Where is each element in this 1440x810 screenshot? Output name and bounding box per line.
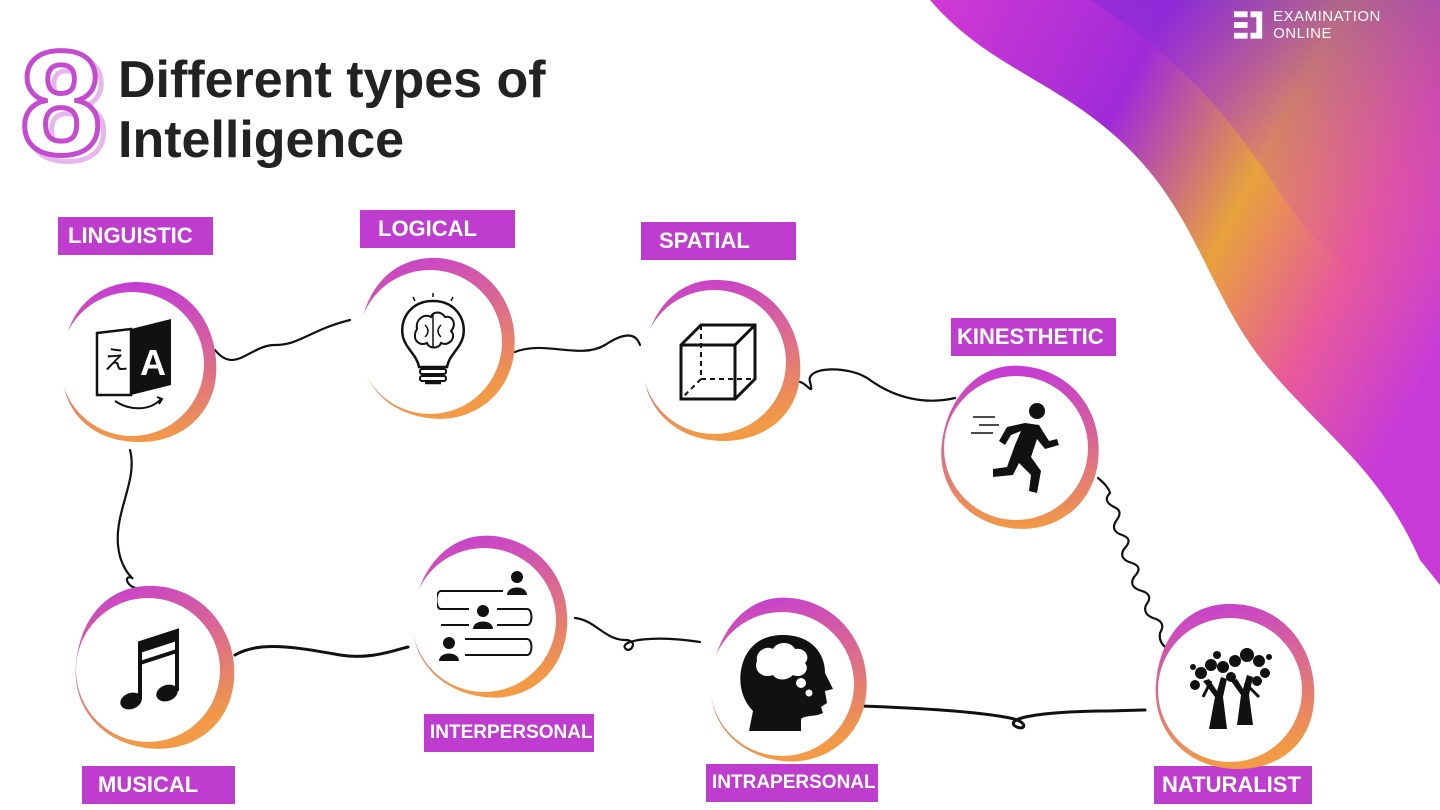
connector-musical-interpersonal — [233, 645, 410, 658]
label-musical: MUSICAL — [82, 766, 235, 804]
connector-kinesthetic-naturalist — [1096, 476, 1174, 653]
node-musical — [66, 582, 236, 752]
node-kinesthetic — [932, 362, 1102, 532]
title-number: 8 — [17, 21, 104, 186]
brand-name: EXAMINATION ONLINE — [1273, 8, 1381, 42]
title-number-shadow: 8 — [23, 27, 110, 192]
connector-linguistic-musical — [116, 448, 142, 590]
thinking-head-icon — [740, 635, 833, 731]
page-title: Different types of Intelligence — [118, 50, 546, 170]
connector-spatial-kinesthetic — [793, 368, 957, 402]
exam-logo-icon — [1233, 11, 1263, 39]
label-intrapersonal: INTRAPERSONAL — [706, 764, 878, 802]
connector-logical-spatial — [513, 334, 642, 354]
brand: EXAMINATION ONLINE — [1232, 8, 1440, 42]
label-kinesthetic: KINESTHETIC — [951, 318, 1116, 356]
label-logical: LOGICAL — [360, 210, 515, 248]
node-intrapersonal — [700, 596, 870, 766]
svg-text:A: A — [140, 342, 166, 383]
connector-linguistic-logical — [213, 318, 352, 362]
node-ring — [75, 585, 235, 749]
label-linguistic: LINGUISTIC — [58, 217, 213, 255]
svg-text:え: え — [103, 346, 129, 376]
node-naturalist — [1146, 602, 1316, 772]
title-line-2: Intelligence — [118, 111, 405, 169]
lightbulb-brain-icon — [400, 293, 466, 385]
connector-interpersonal-intrapersonal — [573, 616, 702, 651]
translate-icon: A え — [95, 319, 171, 410]
title-line-1: Different types of — [118, 51, 546, 109]
node-logical — [348, 254, 518, 424]
node-ring — [358, 257, 515, 419]
node-interpersonal — [402, 532, 572, 702]
running-person-icon — [971, 403, 1059, 493]
label-interpersonal: INTERPERSONAL — [424, 714, 594, 752]
label-spatial: SPATIAL — [641, 222, 796, 260]
people-network-icon — [437, 571, 533, 661]
label-naturalist: NATURALIST — [1154, 766, 1312, 804]
cube-icon — [679, 323, 757, 401]
trees-icon — [1190, 648, 1272, 729]
node-spatial — [632, 276, 802, 446]
node-linguistic: A え — [50, 276, 220, 446]
music-note-icon — [120, 628, 179, 710]
connector-intrapersonal-naturalist — [858, 704, 1147, 730]
